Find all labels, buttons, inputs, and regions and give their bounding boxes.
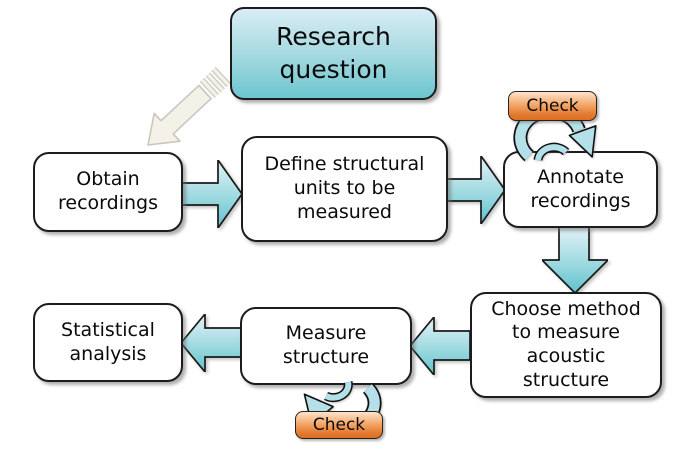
arrow-choose-to-measure — [410, 317, 470, 375]
node-define-structural-units: Define structural units to be measured — [241, 136, 448, 242]
node-choose-method: Choose method to measure acoustic struct… — [470, 292, 662, 398]
faded-arrow-research-to-obtain — [147, 66, 231, 146]
arrow-define-to-annotate — [447, 156, 505, 224]
node-obtain-recordings: Obtain recordings — [33, 152, 183, 232]
node-annotate-recordings: Annotate recordings — [503, 151, 658, 228]
node-research-question: Research question — [230, 7, 437, 100]
arrow-annotate-to-choose — [542, 227, 608, 293]
check-badge-annotate: Check — [508, 91, 597, 121]
node-statistical-analysis: Statistical analysis — [33, 303, 183, 382]
node-measure-structure: Measure structure — [240, 307, 412, 385]
arrow-obtain-to-define — [182, 160, 242, 228]
arrow-measure-to-statistical — [181, 314, 241, 372]
check-badge-measure: Check — [295, 411, 383, 439]
